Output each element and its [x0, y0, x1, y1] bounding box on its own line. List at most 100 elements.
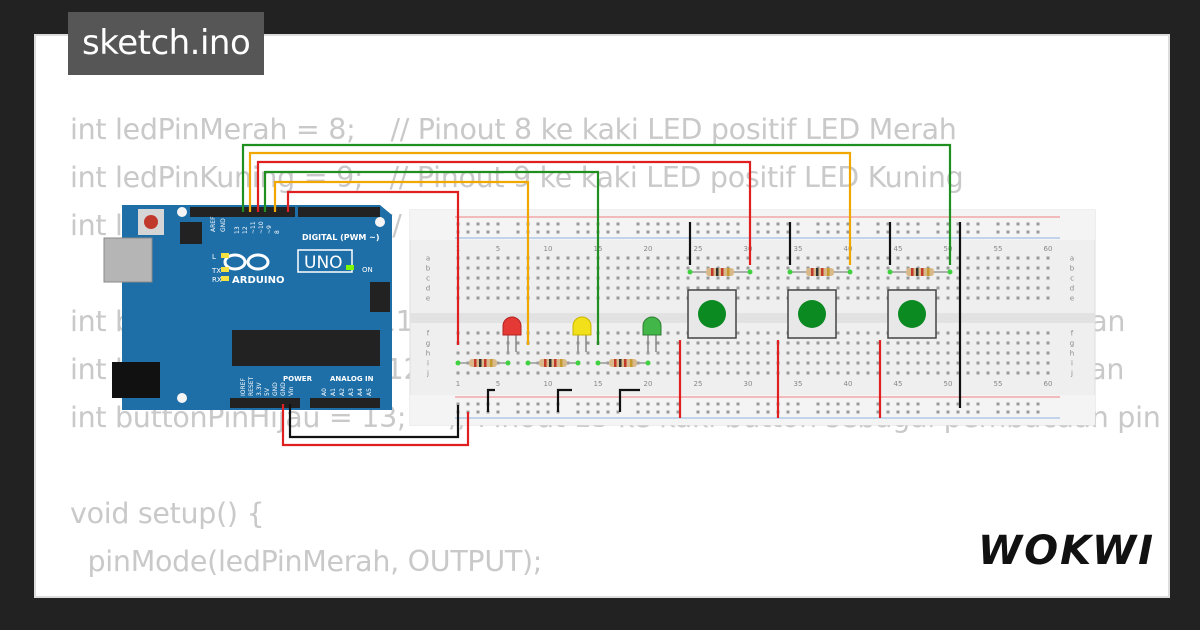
microcontroller-chip — [232, 330, 380, 366]
column-number: 1 — [456, 380, 460, 388]
row-letter: g — [426, 340, 430, 348]
wire-gnd-led-1 — [486, 388, 495, 412]
tx-label: TX — [211, 267, 221, 275]
pin-label: A3 — [348, 388, 355, 396]
row-letter: f — [1071, 330, 1074, 338]
resistor-button-1[interactable] — [687, 268, 753, 276]
wire-red-led — [286, 190, 460, 345]
row-letter: c — [1070, 275, 1074, 283]
column-number: 25 — [694, 245, 703, 253]
led-red[interactable] — [502, 316, 522, 352]
column-number: 55 — [994, 380, 1003, 388]
column-number: 45 — [894, 245, 903, 253]
wire-green-led — [263, 170, 600, 345]
wire-green-button-3 — [241, 143, 952, 265]
column-number: 20 — [644, 380, 653, 388]
row-letter: g — [1070, 340, 1074, 348]
digital-header-right — [298, 207, 380, 217]
power-label: POWER — [283, 375, 313, 383]
digital-label: DIGITAL (PWM ~) — [302, 233, 380, 242]
row-letter: e — [426, 295, 430, 303]
rx-label: RX — [212, 276, 222, 284]
l-led-label: L — [212, 253, 216, 261]
column-number: 15 — [594, 380, 603, 388]
pin-label: RESET — [248, 376, 255, 396]
pin-label: 5V — [264, 387, 271, 396]
code-line: pinMode(ledPinKuning, OUTPUT); — [70, 586, 1160, 596]
wires — [241, 143, 962, 447]
column-number: 25 — [694, 380, 703, 388]
resistor-button-2[interactable] — [787, 268, 853, 276]
pin-label: A4 — [357, 388, 364, 396]
resistor-led-green[interactable] — [595, 359, 651, 367]
column-number: 5 — [496, 380, 500, 388]
file-tab[interactable]: sketch.ino — [68, 12, 265, 75]
row-letter: f — [427, 330, 430, 338]
column-number: 20 — [644, 245, 653, 253]
row-letter: h — [426, 350, 430, 358]
usb-port — [103, 237, 153, 283]
push-button-1[interactable] — [687, 289, 737, 339]
resistor-led-red[interactable] — [455, 359, 511, 367]
resistors — [455, 268, 953, 367]
on-label: ON — [362, 266, 373, 274]
row-letter: e — [1070, 295, 1074, 303]
column-number: 35 — [794, 245, 803, 253]
pin-label: 3.3V — [256, 381, 263, 396]
pin-label: GND — [280, 382, 287, 396]
row-letter: b — [1070, 265, 1075, 273]
gnd-label: GND — [220, 218, 227, 232]
led-green[interactable] — [642, 316, 662, 352]
resistor-button-3[interactable] — [887, 268, 953, 276]
column-number: 50 — [944, 380, 953, 388]
power-header — [230, 398, 300, 408]
code-line: void setup() { — [70, 497, 265, 530]
resistor-led-yellow[interactable] — [525, 359, 581, 367]
column-number: 10 — [544, 380, 553, 388]
wire-5v — [281, 404, 470, 447]
led-yellow[interactable] — [572, 316, 592, 352]
pin-label: A5 — [366, 388, 373, 396]
pin-label: IOREF — [240, 378, 247, 396]
row-letter: j — [1070, 370, 1073, 378]
column-number: 45 — [894, 380, 903, 388]
column-number: 55 — [994, 245, 1003, 253]
wire-gnd — [288, 404, 460, 439]
column-number: 60 — [1044, 380, 1053, 388]
pin-label: 12 — [242, 226, 249, 234]
aref-label: AREF — [210, 216, 217, 232]
wire-yellow-led — [273, 180, 530, 345]
column-number: 35 — [794, 380, 803, 388]
push-buttons — [687, 289, 937, 339]
breadboard[interactable]: 1155101015152020252530303535404045455050… — [409, 209, 1096, 426]
row-letter: h — [1070, 350, 1074, 358]
arduino-brand: ARDUINO — [232, 275, 284, 286]
column-number: 60 — [1044, 245, 1053, 253]
pin-label: A1 — [330, 388, 337, 396]
pin-label: 8 — [274, 230, 281, 234]
row-letter: j — [426, 370, 429, 378]
wire-gnd-led-2 — [556, 388, 572, 412]
wire-gnd-led-3 — [618, 388, 640, 412]
row-letter: b — [426, 265, 431, 273]
column-number: 30 — [744, 380, 753, 388]
wokwi-logo: WOKWI — [978, 528, 1156, 574]
wire-yellow-button-2 — [248, 151, 852, 265]
row-letter: d — [1070, 285, 1074, 293]
row-letter: c — [426, 275, 430, 283]
logo-background — [965, 520, 1165, 590]
row-letter: i — [427, 360, 429, 368]
arduino-uno-board[interactable]: DIGITAL (PWM ~) AREF GND UNO ARDUINO L T… — [103, 205, 392, 410]
push-button-3[interactable] — [887, 289, 937, 339]
push-button-2[interactable] — [787, 289, 837, 339]
pin-label: A2 — [339, 388, 346, 396]
row-letter: d — [426, 285, 430, 293]
pin-label: ~9 — [266, 225, 273, 234]
column-number: 30 — [744, 245, 753, 253]
analog-header — [310, 398, 380, 408]
